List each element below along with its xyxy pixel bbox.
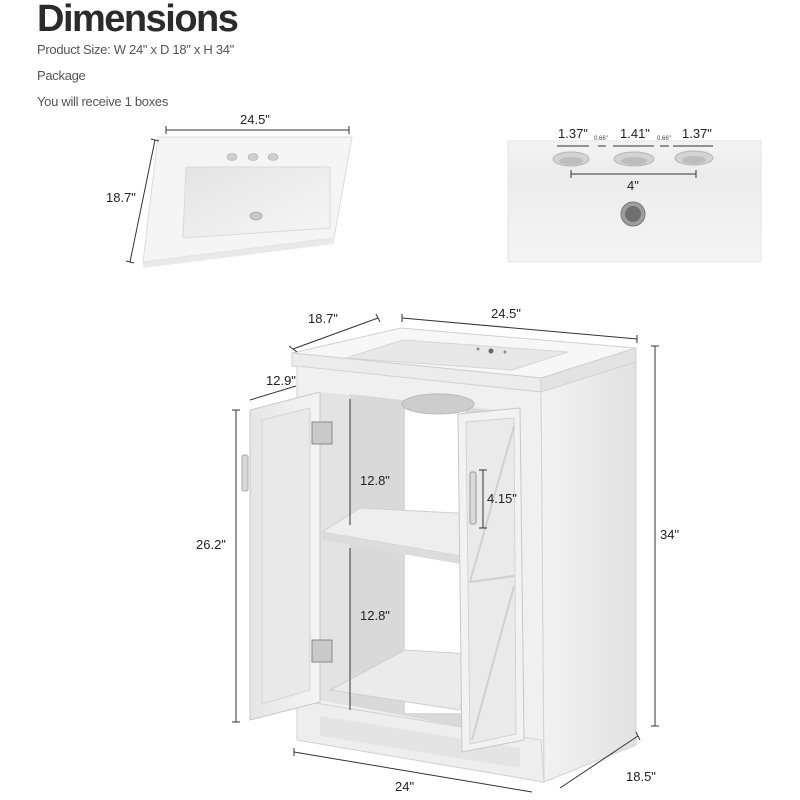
- left-hole-label: 1.37": [558, 126, 588, 141]
- center-hole-label: 1.41": [620, 126, 650, 141]
- cabinet-depth-label: 18.5": [626, 769, 656, 784]
- left-gap-label: 0.66": [594, 136, 608, 142]
- total-height-label: 34": [660, 527, 680, 542]
- sink-width-label: 24.5": [240, 112, 270, 127]
- top-width-label: 24.5": [491, 306, 521, 321]
- page-title: Dimensions: [37, 0, 239, 40]
- door-height-label: 26.2": [196, 537, 226, 552]
- lower-shelf-height-label: 12.8": [360, 608, 390, 623]
- top-depth-label: 18.7": [308, 311, 338, 326]
- upper-shelf-height-label: 12.8": [360, 473, 390, 488]
- sink-depth-label: 18.7": [106, 190, 136, 205]
- inner-depth-label: 12.9": [266, 373, 296, 388]
- faucet-spread-label: 4": [627, 178, 639, 193]
- product-size-text: Product Size: W 24" x D 18" x H 34": [37, 42, 234, 57]
- right-gap-label: 0.66": [657, 136, 671, 142]
- vanity-illustration: [241, 327, 637, 783]
- handle-length-label: 4.15": [487, 491, 517, 506]
- cabinet-width-label: 24": [395, 779, 415, 794]
- package-info-text: You will receive 1 boxes: [37, 94, 169, 109]
- package-label: Package: [37, 68, 86, 83]
- faucet-hole-detail: [507, 140, 762, 263]
- sink-top-illustration: [142, 136, 353, 268]
- right-hole-label: 1.37": [682, 126, 712, 141]
